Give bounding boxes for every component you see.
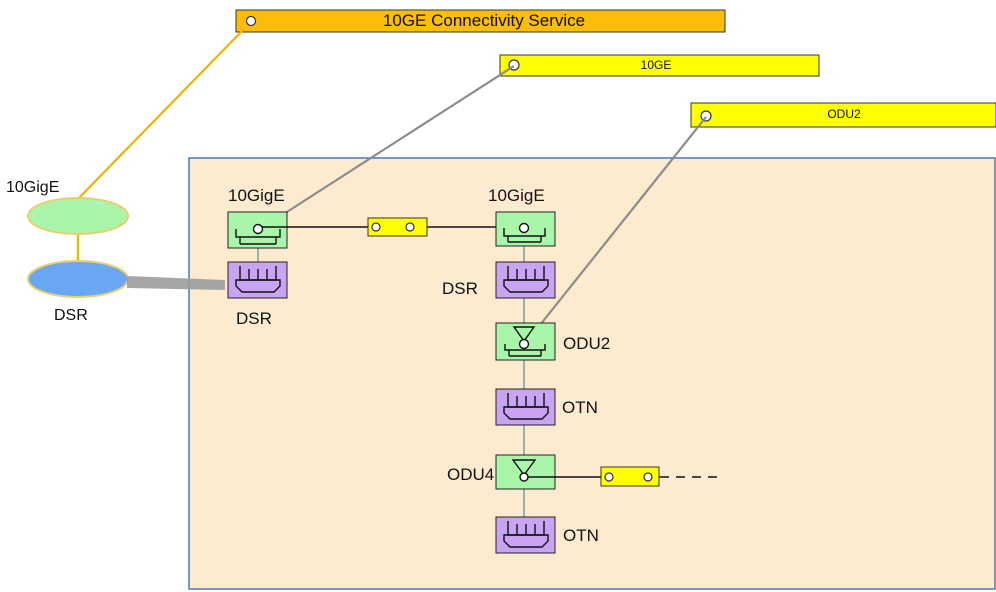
b-odu4-label: ODU4: [447, 465, 495, 484]
left-10gige-label: 10GigE: [6, 179, 60, 196]
b-odu2-adapter-icon: [504, 326, 546, 357]
network-element-panel: [188, 157, 996, 590]
b-odu2-node[interactable]: [495, 322, 556, 361]
odu2-service-label: ODU2: [827, 107, 861, 121]
connectivity-endpoint-icon: [245, 15, 257, 27]
left-dsr-label: DSR: [54, 307, 88, 324]
orange-link: [74, 28, 245, 203]
odu4-connector-port-right-icon: [643, 472, 653, 482]
ge-map-link: [261, 65, 515, 229]
b-10gige-adapter-icon: [503, 222, 546, 243]
connectivity-service-label: 10GE Connectivity Service: [382, 11, 586, 30]
left-dsr-ellipse[interactable]: [27, 260, 129, 298]
ge-service-bar[interactable]: [499, 54, 820, 77]
b-otn1-label: OTN: [562, 398, 598, 417]
a-dsr-adapter-icon: [235, 266, 281, 293]
a-dsr-label: DSR: [236, 309, 272, 328]
ab-connector-port-right-icon: [405, 222, 415, 232]
b-otn2-adapter-icon: [503, 521, 549, 548]
a-10gige-adapter-icon: [235, 223, 281, 245]
ab-connector[interactable]: [367, 217, 428, 237]
left-10gige-ellipse[interactable]: [27, 197, 129, 235]
b-10gige-label: 10GigE: [488, 186, 545, 205]
a-10gige-label: 10GigE: [228, 186, 285, 205]
b-odu2-label: ODU2: [563, 334, 611, 353]
b-otn1-adapter-icon: [503, 393, 549, 420]
ab-connector-port-left-icon: [371, 222, 381, 232]
b-otn2-label: OTN: [563, 526, 599, 545]
connectivity-service-bar[interactable]: [235, 9, 726, 33]
odu2-map-link: [527, 116, 707, 341]
odu2-endpoint-icon: [700, 110, 712, 122]
odu2-service-bar[interactable]: [690, 102, 996, 128]
odu4-connector-port-left-icon: [604, 472, 614, 482]
b-dsr-label: DSR: [442, 279, 478, 298]
b-dsr-adapter-icon: [503, 266, 549, 293]
dsr-map-link: [127, 276, 225, 290]
odu4-connector[interactable]: [600, 466, 660, 487]
ge-service-label: 10GE: [640, 58, 672, 72]
